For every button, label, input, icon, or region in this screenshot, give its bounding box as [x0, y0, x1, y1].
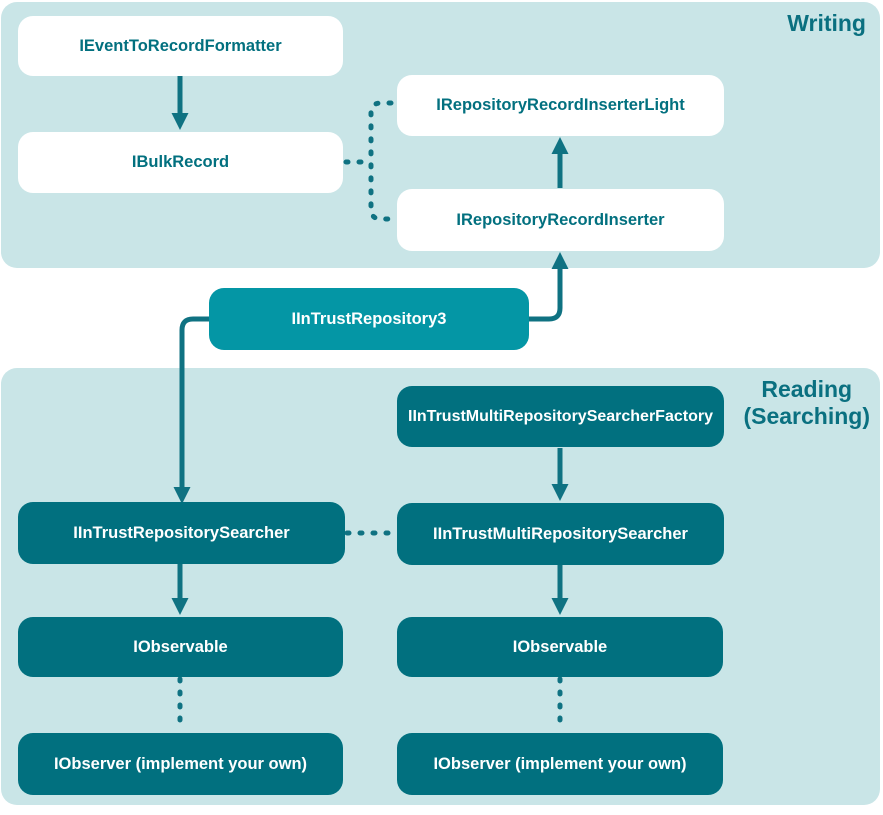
- node-observable-right: IObservable: [397, 617, 723, 677]
- arrow-formatter-to-bulkrecord: [171, 76, 189, 130]
- node-repository-record-inserter-light: IRepositoryRecordInserterLight: [397, 75, 724, 136]
- arrow-factory-to-multisearcher: [551, 448, 569, 501]
- arrow-inserter-to-inserterlight: [551, 137, 569, 188]
- node-intrust-multi-repository-searcher-factory: IInTrustMultiRepositorySearcherFactory: [397, 386, 724, 447]
- node-observable-left: IObservable: [18, 617, 343, 677]
- node-repository-record-inserter: IRepositoryRecordInserter: [397, 189, 724, 251]
- arrow-repository3-to-searcher: [173, 316, 210, 504]
- reading-label-line1: Reading: [761, 376, 853, 402]
- reading-section-label: Reading (Searching): [743, 376, 870, 430]
- node-observer-right: IObserver (implement your own): [397, 733, 723, 795]
- node-bulk-record: IBulkRecord: [18, 132, 343, 193]
- node-intrust-multi-repository-searcher: IInTrustMultiRepositorySearcher: [397, 503, 724, 565]
- node-intrust-repository3: IInTrustRepository3: [209, 288, 529, 350]
- node-intrust-repository-searcher: IInTrustRepositorySearcher: [18, 502, 345, 564]
- node-observer-left: IObserver (implement your own): [18, 733, 343, 795]
- node-event-to-record-formatter: IEventToRecordFormatter: [18, 16, 343, 76]
- reading-label-line2: (Searching): [743, 403, 870, 429]
- dashed-bracket-bulkrecord-to-inserters: [343, 100, 394, 222]
- writing-section-label: Writing: [787, 10, 866, 36]
- arrow-multisearcher-to-observable-right: [551, 565, 569, 615]
- arrow-searcher-to-observable-left: [171, 564, 189, 615]
- arrow-repository3-to-inserter: [529, 252, 569, 322]
